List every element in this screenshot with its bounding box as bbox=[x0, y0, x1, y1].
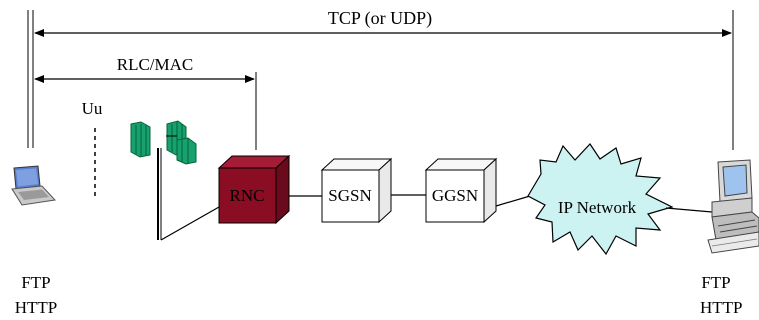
ip-network-cloud: IP Network bbox=[527, 143, 674, 256]
tcp-span-label: TCP (or UDP) bbox=[328, 8, 432, 29]
ggsn-node: GGSN bbox=[424, 157, 498, 224]
laptop-icon bbox=[11, 165, 57, 206]
ggsn-cloud-link bbox=[495, 195, 531, 207]
server-app-http-label: HTTP bbox=[700, 298, 743, 317]
antenna-icon bbox=[130, 120, 220, 241]
client-app-http-label: HTTP bbox=[15, 298, 58, 317]
rlc-mac-span-label: RLC/MAC bbox=[117, 55, 194, 74]
desktop-computer-icon bbox=[707, 159, 759, 254]
rnc-label: RNC bbox=[230, 186, 265, 205]
server-app-ftp-label: FTP bbox=[701, 273, 730, 292]
sgsn-label: SGSN bbox=[328, 186, 371, 205]
client-app-ftp-label: FTP bbox=[21, 273, 50, 292]
rnc-node: RNC bbox=[217, 154, 291, 225]
cloud-server-link bbox=[665, 207, 713, 213]
ip-network-label: IP Network bbox=[558, 198, 637, 217]
uu-label: Uu bbox=[82, 99, 103, 118]
sgsn-node: SGSN bbox=[320, 157, 393, 224]
ggsn-label: GGSN bbox=[432, 186, 478, 205]
